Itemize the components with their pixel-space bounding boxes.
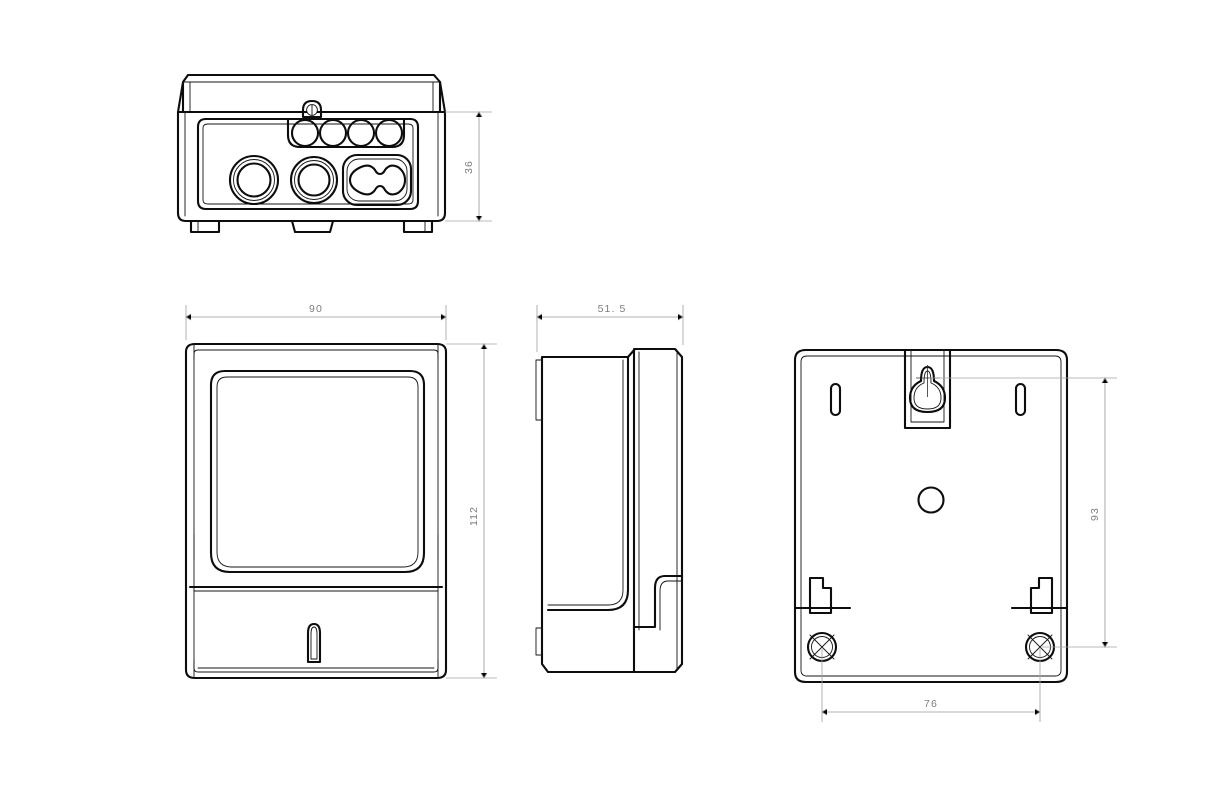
dim-93-arrow-top [1101, 377, 1109, 384]
side-view-front-step-inner [547, 359, 624, 606]
top-view-lid-top-inner-line [182, 81, 441, 113]
front-view-slot-outer [306, 622, 322, 664]
small-knockout-1 [290, 118, 320, 148]
top-view-lid-screw-boss [301, 99, 323, 119]
rear-view: 93 76 [793, 348, 1117, 722]
rear-view-vent-slots [829, 382, 1027, 417]
side-view-latch-recess [632, 574, 684, 629]
front-view-window-inner [216, 376, 419, 568]
rear-view-inner-outline [800, 355, 1062, 677]
vent-slot-left [829, 382, 842, 417]
dim-112-label: 112 [468, 506, 480, 526]
top-view-foot-left [189, 219, 221, 234]
dim-76-arrow-left [821, 708, 828, 716]
large-knockout-center-outer [289, 155, 339, 205]
front-view-window-outer [209, 369, 426, 574]
top-view-small-gland-band [286, 117, 406, 149]
large-knockout-left-outer [228, 154, 280, 206]
top-view-body-inner-left [184, 111, 439, 217]
front-view: 90 112 [184, 303, 497, 680]
dim-112-arrow-bottom [480, 672, 488, 679]
dim-36-arrow-top [475, 111, 483, 118]
dimension-76: 76 [821, 649, 1041, 722]
rear-view-cable-notches [808, 576, 1054, 615]
dimension-51-5: 51. 5 [536, 303, 684, 352]
top-view-connector-recess-inner [202, 123, 414, 205]
dimension-90: 90 [185, 303, 447, 340]
dimension-112: 112 [446, 343, 497, 679]
top-view-large-knockout-center [289, 155, 339, 205]
rear-view-outer-outline [793, 348, 1069, 684]
side-view-latch-recess-inner [659, 580, 683, 631]
screw-hole-right-cross [1027, 634, 1053, 660]
dim-76-label: 76 [924, 698, 938, 710]
top-view-large-knockout-left [228, 154, 280, 206]
twin-knockout-frame-inner [346, 158, 408, 202]
top-view-twin-knockout [341, 153, 413, 207]
front-view-slot-inner [310, 626, 318, 660]
twin-knockout-figure-eight [348, 164, 407, 196]
dim-36-label: 36 [463, 160, 475, 174]
rear-view-center-hole [917, 486, 945, 514]
dim-515-arrow-left [536, 313, 543, 321]
front-view-slot [306, 622, 322, 664]
dim-90-arrow-left [185, 313, 192, 321]
large-knockout-center-mid [294, 160, 334, 200]
small-knockout-3 [346, 118, 376, 148]
cable-notch-left [808, 576, 833, 615]
twin-knockout-frame [341, 153, 413, 207]
screw-hole-left-cross [809, 634, 835, 660]
dim-515-arrow-right [677, 313, 684, 321]
dim-90-label: 90 [309, 303, 323, 315]
screw-boss-outline [301, 99, 323, 119]
keyhole-housing-inner [910, 349, 945, 423]
rear-view-keyhole-assembly [903, 348, 952, 430]
small-knockout-4 [374, 118, 404, 148]
top-view-body-outline [176, 110, 447, 223]
vent-slot-right [1014, 382, 1027, 417]
dimension-93: 93 [930, 377, 1117, 648]
large-knockout-center-inner [297, 163, 331, 197]
side-view-bottom-left-tab [535, 627, 543, 656]
side-view: 51. 5 [535, 303, 684, 674]
dim-36-arrow-bottom [475, 215, 483, 222]
front-view-outer-outline [184, 342, 448, 680]
dim-76-arrow-right [1034, 708, 1041, 716]
top-view-right-edge-taper [438, 80, 447, 114]
large-knockout-left-inner [236, 162, 272, 198]
top-view-connector-recess-outer [196, 117, 420, 211]
dim-515-label: 51. 5 [598, 303, 627, 315]
keyhole-housing-outer [903, 348, 952, 430]
top-view-foot-center [290, 219, 335, 234]
dim-90-arrow-right [440, 313, 447, 321]
side-view-top-left-tab [535, 359, 543, 421]
side-view-outline [540, 347, 684, 674]
top-view-feet [189, 219, 434, 234]
dim-112-arrow-top [480, 343, 488, 350]
dim-93-label: 93 [1089, 507, 1101, 521]
top-view-small-knockouts [290, 118, 404, 148]
top-view: 36 [176, 73, 492, 234]
dimension-36: 36 [445, 111, 492, 222]
top-view-left-edge-taper [176, 80, 185, 114]
cable-notch-right [1029, 576, 1054, 615]
large-knockout-left-mid [233, 159, 275, 201]
side-view-front-step [546, 355, 630, 612]
dim-93-arrow-bottom [1101, 641, 1109, 648]
top-view-foot-right [402, 219, 434, 234]
small-knockout-2 [318, 118, 348, 148]
